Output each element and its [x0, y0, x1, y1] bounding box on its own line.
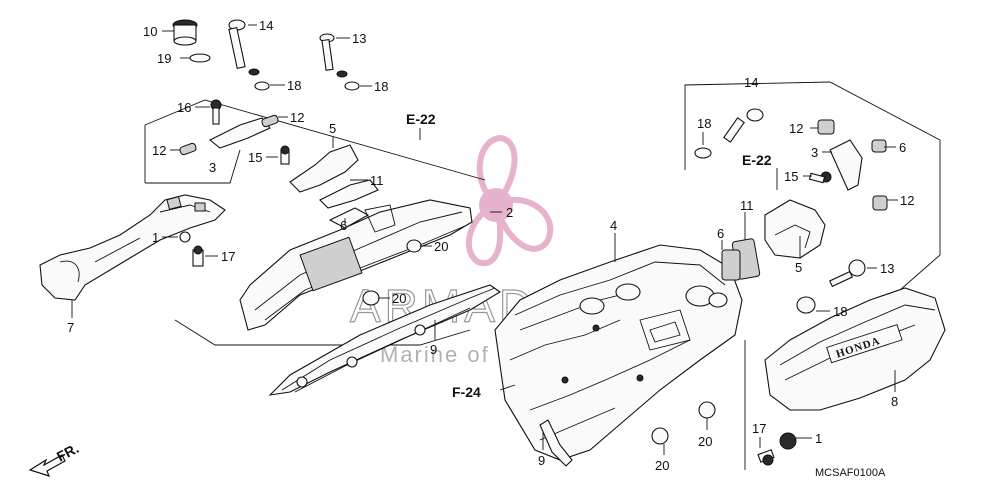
front-direction-indicator: FR.	[28, 440, 81, 477]
callout-12: 12	[900, 193, 914, 208]
part-bracket-right	[721, 199, 826, 281]
callout-20: 20	[698, 434, 712, 449]
part-bolt-15-left	[280, 145, 290, 165]
outline-right-drop	[899, 254, 941, 291]
callout-7: 7	[67, 320, 74, 335]
callout-5: 5	[795, 260, 802, 275]
callout-13: 13	[352, 31, 366, 46]
part-bolt-15-right	[808, 171, 832, 184]
callout-12: 12	[789, 121, 803, 136]
outline-left-bracket	[145, 149, 241, 184]
callout-11: 11	[370, 173, 384, 188]
leader-lines	[71, 24, 898, 455]
part-grommet-12c	[817, 119, 835, 135]
callout-20: 20	[392, 291, 406, 306]
part-cap-20c	[698, 401, 716, 419]
part-side-cover-right: HONDA	[764, 287, 946, 411]
callout-5: 5	[329, 121, 336, 136]
part-seal-right	[721, 249, 741, 281]
part-cap-20a	[406, 239, 422, 253]
catalog-code: MCSAF0100A	[815, 467, 886, 479]
callout-2: 2	[506, 205, 513, 220]
part-gasket-right	[539, 419, 573, 467]
part-cap-20b	[362, 290, 380, 306]
callout-20: 20	[655, 458, 669, 473]
part-gasket-left	[268, 284, 502, 396]
callout-4: 4	[610, 218, 617, 233]
section-ref-f24[interactable]: F-24	[452, 384, 481, 400]
part-washer-18d	[796, 296, 816, 314]
callout-3: 3	[209, 160, 216, 175]
part-oil-filler-cap	[172, 19, 198, 46]
callout-14: 14	[259, 18, 273, 33]
callout-20: 20	[434, 239, 448, 254]
part-washer-18a	[254, 81, 270, 91]
part-bolt-13-left	[319, 33, 348, 78]
propeller-logo	[466, 134, 554, 267]
part-cylinder-head-cover	[494, 244, 743, 461]
callout-18: 18	[697, 116, 711, 131]
callout-18: 18	[287, 78, 301, 93]
part-clip-6	[871, 139, 887, 153]
part-bolt-14-right	[723, 108, 764, 143]
part-bolt-17-left	[192, 245, 204, 267]
callout-18: 18	[374, 79, 388, 94]
part-bolt-16	[210, 99, 222, 125]
callout-1: 1	[152, 230, 159, 245]
section-ref-e22-right[interactable]: E-22	[742, 152, 772, 168]
callout-15: 15	[784, 169, 798, 184]
callout-16: 16	[177, 100, 191, 115]
part-o-ring	[189, 53, 211, 63]
callout-10: 10	[143, 24, 157, 39]
callout-1: 1	[815, 431, 822, 446]
part-bolt-14-left	[228, 19, 260, 76]
part-bolt-13-right	[829, 259, 866, 288]
callout-18: 18	[833, 304, 847, 319]
callout-3: 3	[811, 145, 818, 160]
section-ref-e22-left[interactable]: E-22	[406, 111, 436, 127]
part-bracket-3-right	[829, 139, 863, 191]
part-bracket-left	[208, 117, 379, 229]
callout-6: 6	[717, 226, 724, 241]
callout-9: 9	[538, 453, 545, 468]
part-grommet-12d	[872, 195, 888, 211]
outline-lower-left	[174, 319, 471, 346]
section-refs: E-22 E-22 F-24	[406, 111, 778, 400]
callout-6: 6	[899, 140, 906, 155]
callout-12: 12	[290, 110, 304, 125]
part-cap-20d	[651, 427, 669, 445]
callout-17: 17	[752, 421, 766, 436]
callouts: 10 14 13 19 18 18 16 12 12 3 5 15 11 6 2…	[67, 18, 914, 473]
part-grommet-12a	[179, 142, 197, 156]
part-nut-1-left	[179, 231, 191, 243]
part-washer-18b	[344, 81, 360, 91]
callout-15: 15	[248, 150, 262, 165]
callout-13: 13	[880, 261, 894, 276]
part-grommet-12b	[261, 114, 279, 128]
outline-upper-left	[144, 99, 486, 183]
front-arrow-icon	[28, 454, 66, 477]
callout-6: 6	[340, 218, 347, 233]
callout-12: 12	[152, 143, 166, 158]
callout-19: 19	[157, 51, 171, 66]
callout-11: 11	[740, 198, 754, 213]
callout-9: 9	[430, 342, 437, 357]
part-bolt-17-right	[757, 449, 775, 466]
part-washer-18c	[694, 147, 712, 159]
outline-upper-right	[684, 81, 941, 255]
fasteners	[172, 19, 888, 467]
callout-17: 17	[221, 249, 235, 264]
callout-8: 8	[891, 394, 898, 409]
part-nut-1-right	[779, 432, 797, 450]
part-head-cover-left	[239, 199, 473, 331]
part-side-cover-left	[39, 194, 226, 301]
callout-14: 14	[744, 75, 758, 90]
